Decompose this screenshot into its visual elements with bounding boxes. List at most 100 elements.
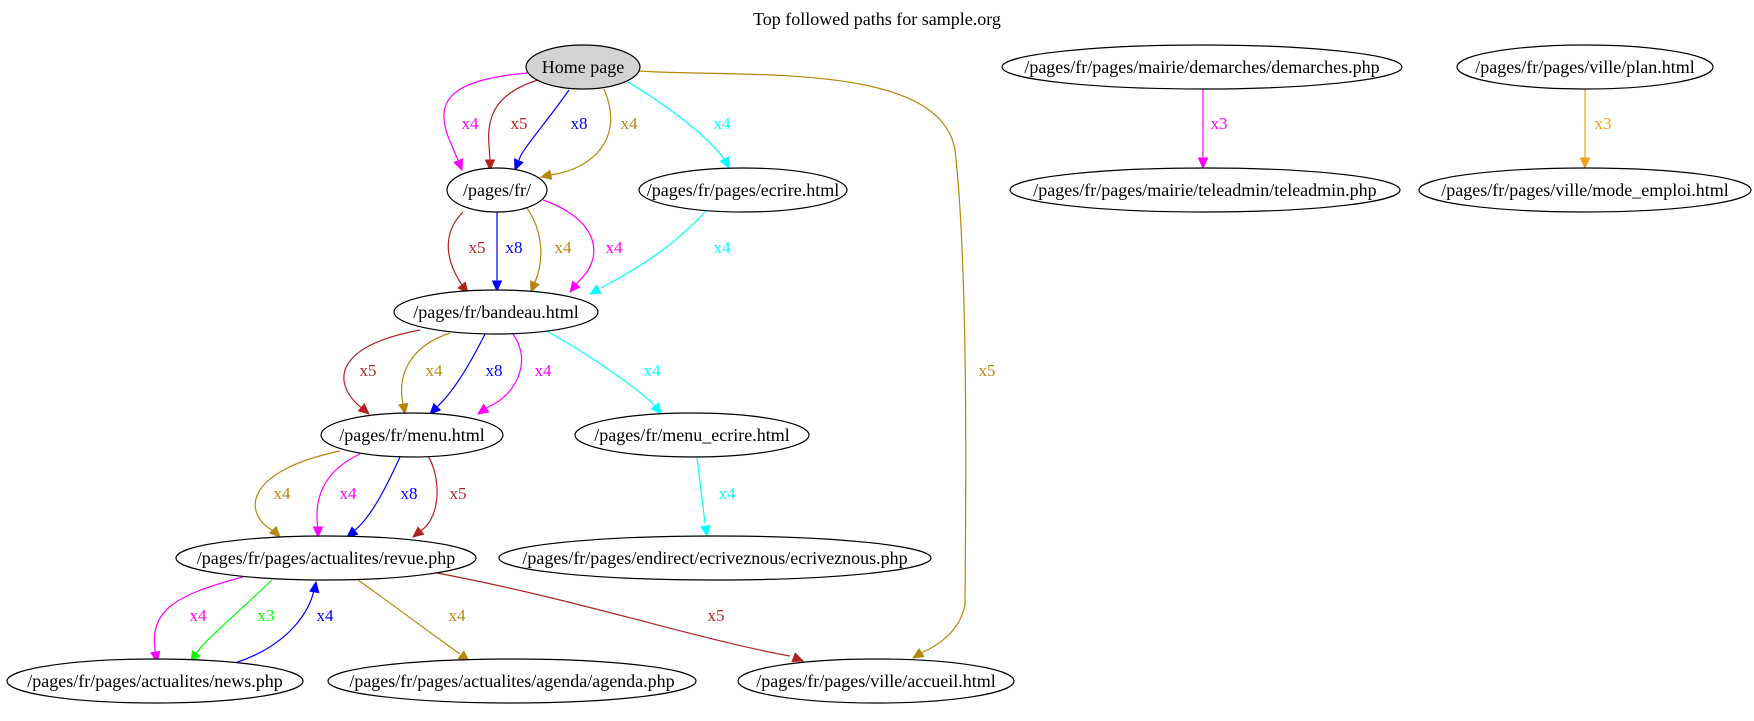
edge-arrowhead xyxy=(530,280,540,294)
edge-menu-to-revue-17: x4 xyxy=(312,453,361,539)
edge-line xyxy=(254,450,341,534)
node-ellipse xyxy=(393,289,599,335)
node-menu_ecrire: /pages/fr/menu_ecrire.html xyxy=(574,412,810,458)
edge-label: x5 xyxy=(979,361,996,380)
edge-line xyxy=(434,333,486,410)
node-label: /pages/fr/menu.html xyxy=(339,425,484,445)
edge-label: x8 xyxy=(486,361,503,380)
edge-label: x5 xyxy=(708,606,725,625)
node-ellipse xyxy=(737,658,1015,704)
edge-arrowhead xyxy=(650,402,662,415)
edge-arrowhead xyxy=(268,525,281,538)
edge-arrowhead xyxy=(539,169,553,180)
edge-home-to-fr-1: x5 xyxy=(484,79,539,172)
edge-label: x5 xyxy=(360,361,377,380)
node-ecrire: /pages/fr/pages/ecrire.html xyxy=(638,167,848,213)
edge-arrowhead xyxy=(484,159,496,172)
node-label: /pages/fr/pages/ecrire.html xyxy=(647,180,839,200)
node-label: /pages/fr/pages/mairie/teleadmin/teleadm… xyxy=(1033,180,1376,200)
edge-line xyxy=(627,81,726,161)
node-teleadmin: /pages/fr/pages/mairie/teleadmin/teleadm… xyxy=(1009,167,1401,213)
edge-bandeau-to-menu-14: x4 xyxy=(477,333,553,415)
edge-line xyxy=(488,79,539,161)
edge-fr-to-bandeau-7: x8 xyxy=(491,212,523,293)
node-label: /pages/fr/menu_ecrire.html xyxy=(594,425,789,445)
edge-label: x4 xyxy=(426,361,444,380)
edge-line xyxy=(153,576,244,657)
edge-line xyxy=(600,210,707,289)
node-label: /pages/fr/pages/mairie/demarches/demarch… xyxy=(1024,57,1379,77)
edge-arrowhead xyxy=(1197,157,1209,170)
edge-label: x4 xyxy=(606,238,624,257)
edge-menu-to-revue-16: x4 xyxy=(254,450,341,538)
node-ellipse xyxy=(525,44,641,90)
edge-fr-to-bandeau-8: x4 xyxy=(526,207,573,294)
edge-home-to-ecrire-4: x4 xyxy=(627,81,731,170)
edge-bandeau-to-menu_ecrire-15: x4 xyxy=(544,329,662,415)
node-label: /pages/fr/bandeau.html xyxy=(413,302,578,322)
edge-menu_ecrire-to-ecriveznous-20: x4 xyxy=(696,456,736,538)
edge-home-to-fr-2: x8 xyxy=(514,89,588,172)
edge-label: x4 xyxy=(340,484,358,503)
node-ellipse xyxy=(327,658,697,704)
edge-home-to-fr-0: x4 xyxy=(443,72,528,172)
edge-arrowhead xyxy=(588,284,602,295)
edge-home-to-accueil-5: x5 xyxy=(638,70,996,659)
edge-arrowhead xyxy=(569,280,581,293)
node-ellipse xyxy=(1001,44,1403,90)
edge-label: x4 xyxy=(449,606,467,625)
edge-plan-to-mode_emploi-27: x3 xyxy=(1579,89,1612,170)
edge-arrowhead xyxy=(719,156,730,170)
node-agenda: /pages/fr/pages/actualites/agenda/agenda… xyxy=(327,658,697,704)
edge-line xyxy=(234,587,316,664)
edge-arrowhead xyxy=(412,526,425,538)
node-accueil: /pages/fr/pages/ville/accueil.html xyxy=(737,658,1015,704)
edge-arrowhead xyxy=(346,526,359,538)
node-ellipse xyxy=(1418,167,1752,213)
edge-menu-to-revue-19: x5 xyxy=(412,455,467,538)
node-label: Home page xyxy=(542,57,624,77)
nodes-layer: Home page/pages/fr/ /pages/fr/pages/ecrir… xyxy=(6,44,1752,704)
node-ellipse xyxy=(498,535,932,581)
node-menu: /pages/fr/menu.html xyxy=(320,412,504,458)
node-label: /pages/fr/pages/actualites/news.php xyxy=(27,671,282,691)
node-label: /pages/fr/pages/endirect/ecriveznous/ecr… xyxy=(522,548,907,568)
node-fr: /pages/fr/ xyxy=(446,167,548,213)
edge-line xyxy=(436,572,791,657)
node-label: /pages/fr/pages/actualites/revue.php xyxy=(197,548,455,568)
edge-label: x4 xyxy=(190,606,208,625)
edge-label: x4 xyxy=(644,361,662,380)
edge-label: x4 xyxy=(714,238,732,257)
edge-label: x4 xyxy=(274,484,292,503)
edge-bandeau-to-menu-12: x4 xyxy=(398,332,451,416)
edge-line xyxy=(638,70,967,654)
edge-line xyxy=(357,579,461,655)
edge-arrowhead xyxy=(477,403,490,415)
edge-label: x4 xyxy=(462,114,480,133)
edge-label: x4 xyxy=(535,361,553,380)
edge-line xyxy=(417,455,438,534)
edge-label: x4 xyxy=(555,238,573,257)
node-bandeau: /pages/fr/bandeau.html xyxy=(393,289,599,335)
node-label: /pages/fr/pages/ville/accueil.html xyxy=(756,671,995,691)
edge-label: x3 xyxy=(1211,114,1228,133)
edge-home-to-fr-3: x4 xyxy=(539,88,638,180)
edge-label: x3 xyxy=(1595,114,1612,133)
node-ellipse xyxy=(574,412,810,458)
edge-label: x8 xyxy=(401,484,418,503)
edge-fr-to-bandeau-9: x4 xyxy=(542,199,624,293)
node-mode_emploi: /pages/fr/pages/ville/mode_emploi.html xyxy=(1418,167,1752,213)
edge-bandeau-to-menu-11: x5 xyxy=(343,329,421,415)
edge-arrowhead xyxy=(514,158,524,172)
node-ellipse xyxy=(175,535,477,581)
edge-demarches-to-teleadmin-26: x3 xyxy=(1197,89,1228,170)
edge-line xyxy=(526,207,542,288)
edge-revue-to-agenda-24: x4 xyxy=(357,579,470,662)
edge-line xyxy=(696,456,706,524)
node-ellipse xyxy=(6,658,304,704)
edge-line xyxy=(549,88,612,176)
node-ellipse xyxy=(320,412,504,458)
edge-label: x5 xyxy=(469,238,486,257)
edge-news-to-revue-23: x4 xyxy=(234,580,334,664)
